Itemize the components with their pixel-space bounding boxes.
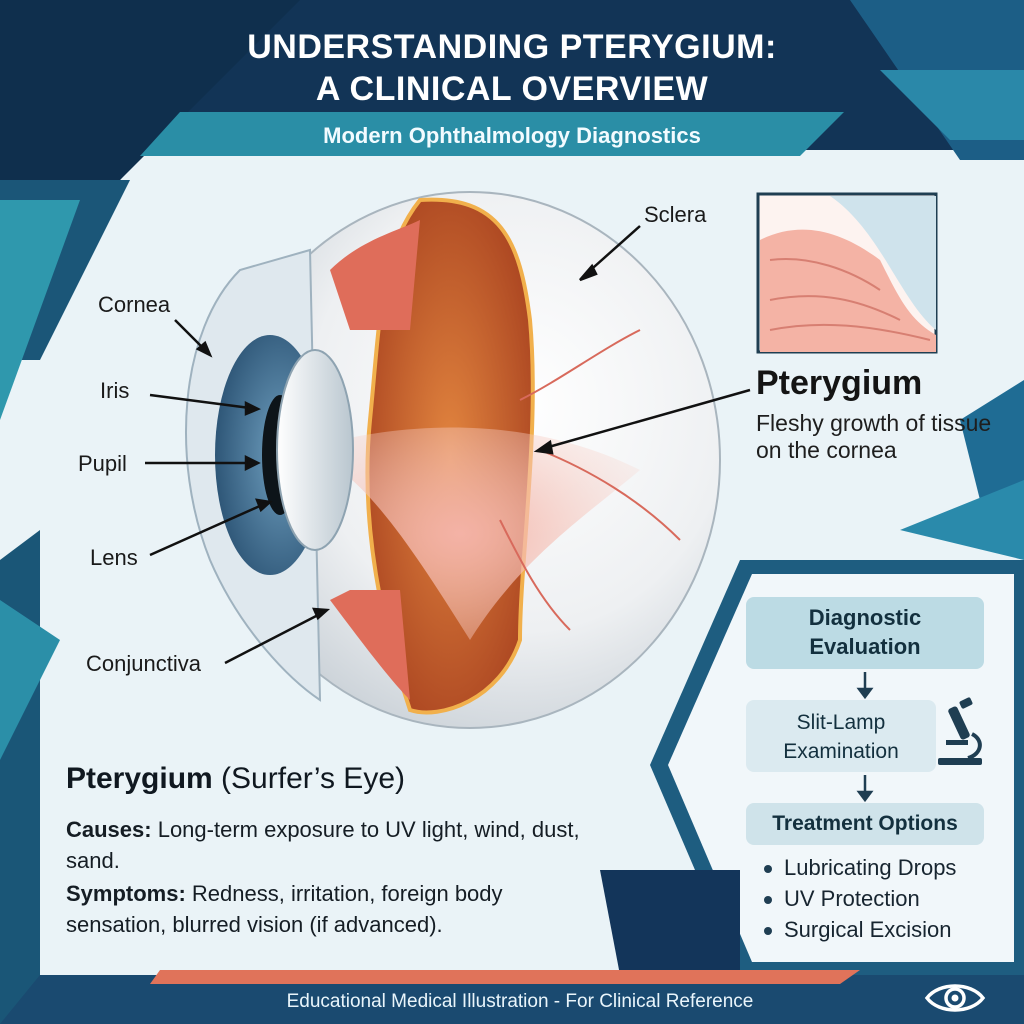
list-item: Surgical Excision bbox=[762, 914, 956, 945]
inset-magnified-view bbox=[756, 192, 938, 354]
label-iris: Iris bbox=[100, 378, 130, 403]
list-item: UV Protection bbox=[762, 883, 956, 914]
causes-label: Causes: bbox=[66, 817, 152, 842]
flow-step2-line2: Examination bbox=[783, 740, 899, 763]
flow-arrows bbox=[856, 672, 874, 803]
label-sclera: Sclera bbox=[644, 202, 707, 227]
flow-step-slit-lamp: Slit-Lamp Examination bbox=[746, 700, 936, 772]
page-subtitle: Modern Ophthalmology Diagnostics bbox=[323, 123, 701, 148]
info-heading-bold: Pterygium bbox=[66, 762, 213, 795]
label-pupil: Pupil bbox=[78, 451, 127, 476]
flow-step2-line1: Slit-Lamp bbox=[796, 711, 886, 734]
symptoms-paragraph: Symptoms: Redness, irritation, foreign b… bbox=[66, 878, 606, 940]
pterygium-callout-title: Pterygium bbox=[756, 364, 923, 402]
title-line-1: UNDERSTANDING PTERYGIUM: bbox=[247, 28, 777, 66]
flow-step1-line2: Evaluation bbox=[809, 634, 921, 659]
eye-logo-icon bbox=[924, 984, 986, 1012]
label-arrows bbox=[145, 225, 751, 665]
flow-step-treatment-options: Treatment Options bbox=[746, 803, 984, 845]
info-heading: Pterygium (Surfer’s Eye) bbox=[66, 762, 405, 796]
label-cornea: Cornea bbox=[98, 292, 171, 317]
info-heading-rest: (Surfer’s Eye) bbox=[212, 762, 405, 795]
symptoms-text: Redness, irritation, foreign body sensat… bbox=[66, 881, 503, 937]
flow-step-diagnostic-evaluation: Diagnostic Evaluation bbox=[746, 597, 984, 669]
flow-step1-line1: Diagnostic bbox=[808, 605, 922, 630]
title-line-2: A CLINICAL OVERVIEW bbox=[315, 70, 709, 108]
causes-text: Long-term exposure to UV light, wind, du… bbox=[66, 817, 580, 873]
label-conjunctiva: Conjunctiva bbox=[86, 651, 201, 676]
eye-cross-section bbox=[185, 191, 721, 729]
microscope-icon bbox=[938, 697, 982, 765]
causes-paragraph: Causes: Long-term exposure to UV light, … bbox=[66, 814, 606, 876]
page-title: UNDERSTANDING PTERYGIUM: A CLINICAL OVER… bbox=[0, 26, 1024, 110]
symptoms-label: Symptoms: bbox=[66, 881, 186, 906]
treatment-list: Lubricating Drops UV Protection Surgical… bbox=[762, 852, 956, 945]
label-lens: Lens bbox=[90, 545, 138, 570]
list-item: Lubricating Drops bbox=[762, 852, 956, 883]
pterygium-callout-description: Fleshy growth of tissue on the cornea bbox=[756, 410, 992, 463]
footer-text: Educational Medical Illustration - For C… bbox=[286, 991, 754, 1012]
